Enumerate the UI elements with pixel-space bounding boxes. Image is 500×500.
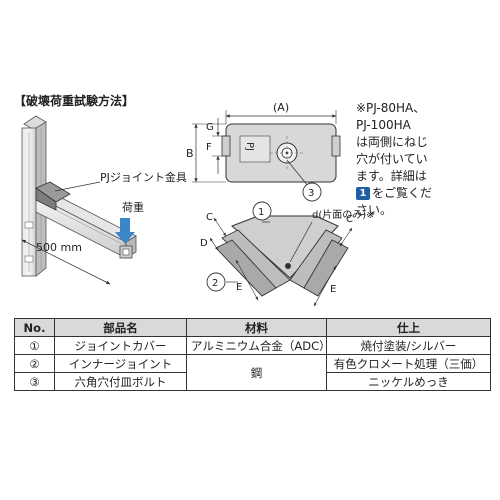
cell-finish: ニッケルめっき xyxy=(326,372,491,391)
reference-badge[interactable]: 1 xyxy=(356,187,370,200)
cell-no: ① xyxy=(14,336,55,355)
pj-joint-bracket xyxy=(35,181,71,211)
technical-drawing: PJジョイント金具 荷重 500 mm (A) B G F 3 PJ xyxy=(21,101,375,307)
table-row: ③ 六角穴付皿ボルト ニッケルめっき xyxy=(14,372,491,391)
callout-3-number: 3 xyxy=(308,188,314,199)
cell-finish: 有色クロメート処理（三価） xyxy=(326,354,491,373)
table-row: ② インナージョイント 鋼 有色クロメート処理（三価） xyxy=(14,354,491,391)
test-setup-figure xyxy=(21,115,137,285)
dimension-b-label: B xyxy=(186,147,194,160)
cell-part-name: ジョイントカバー xyxy=(54,336,187,355)
cell-material: 鋼 xyxy=(186,354,327,391)
dimension-e-right-label: E xyxy=(330,284,336,295)
cell-finish: 焼付塗装/シルバー xyxy=(326,336,491,355)
cell-part-name: 六角穴付皿ボルト xyxy=(54,372,187,391)
cover-body-text: PJ xyxy=(244,142,255,151)
parts-table: No. 部品名 材料 仕上 ① ジョイントカバー アルミニウム合金（ADC） 焼… xyxy=(14,318,491,391)
table-header-row: No. 部品名 材料 仕上 xyxy=(14,318,491,337)
load-label: 荷重 xyxy=(122,200,144,214)
note-line: ※PJ-80HA、 xyxy=(356,101,426,115)
section-title: 【破壊荷重試験方法】 xyxy=(14,94,135,108)
column-header-no: No. xyxy=(14,318,55,337)
center-bolt-icon xyxy=(285,263,291,269)
column-header-finish: 仕上 xyxy=(326,318,491,337)
load-arrow-icon xyxy=(115,218,135,244)
hole-note-label: d(片面のみ)※ xyxy=(312,208,375,221)
dimension-d-label: D xyxy=(200,238,208,249)
joint-cover-top-view xyxy=(192,110,341,202)
note-badge-text: をご覧くだ xyxy=(372,186,433,200)
cell-material: アルミニウム合金（ADC） xyxy=(186,336,327,355)
note-line: は両側にねじ xyxy=(356,135,429,149)
callout-3-circle xyxy=(302,182,322,202)
column-header-material: 材料 xyxy=(186,318,327,337)
callout-2-circle xyxy=(206,272,226,292)
length-label: 500 mm xyxy=(36,241,82,254)
cell-part-name: インナージョイント xyxy=(54,354,187,373)
cell-no: ② xyxy=(14,354,55,373)
column-header-part-name: 部品名 xyxy=(54,318,187,337)
note-line: PJ-100HA xyxy=(356,118,411,132)
note-line: ます。詳細は xyxy=(356,169,427,183)
table-row: ① ジョイントカバー アルミニウム合金（ADC） 焼付塗装/シルバー xyxy=(14,336,491,355)
joint-leader-line xyxy=(54,181,101,192)
dimension-c-left-label: C xyxy=(206,212,213,223)
cell-no: ③ xyxy=(14,372,55,391)
side-note: ※PJ-80HA、 PJ-100HA は両側にねじ 穴が付いてい ます。詳細は … xyxy=(356,100,496,219)
dimension-c-right-label: C xyxy=(346,214,353,225)
note-line: さい。 xyxy=(356,203,393,217)
callout-1-number: 1 xyxy=(258,207,264,218)
note-line: 穴が付いてい xyxy=(356,152,428,166)
joint-label: PJジョイント金具 xyxy=(100,170,187,184)
dimension-g-label: G xyxy=(206,122,214,133)
dimension-e-left-label: E xyxy=(236,282,242,293)
callout-1-circle xyxy=(252,201,272,221)
dimension-a-label: (A) xyxy=(273,101,289,114)
dimension-f-label: F xyxy=(206,142,212,153)
joint-corner-view xyxy=(206,201,353,307)
length-dimension-line xyxy=(21,239,111,285)
callout-2-number: 2 xyxy=(212,278,218,289)
